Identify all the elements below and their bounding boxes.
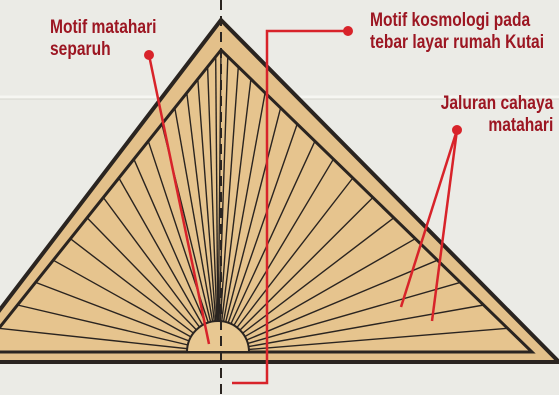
label-sun-rays: Jaluran cahaya matahari xyxy=(440,93,553,137)
label-half-sun-motif: Motif matahari separuh xyxy=(50,17,156,61)
label-half-sun-line2: separuh xyxy=(50,39,156,61)
label-cosmology-motif: Motif kosmologi pada tebar layar rumah K… xyxy=(370,10,544,54)
callout-dot-cosmology xyxy=(343,26,353,36)
label-half-sun-line1: Motif matahari xyxy=(50,17,156,39)
label-sun-rays-line1: Jaluran cahaya xyxy=(440,93,553,115)
label-cosmology-line1: Motif kosmologi pada xyxy=(370,10,544,32)
label-sun-rays-line2: matahari xyxy=(440,115,553,137)
label-cosmology-line2: tebar layar rumah Kutai xyxy=(370,32,544,54)
